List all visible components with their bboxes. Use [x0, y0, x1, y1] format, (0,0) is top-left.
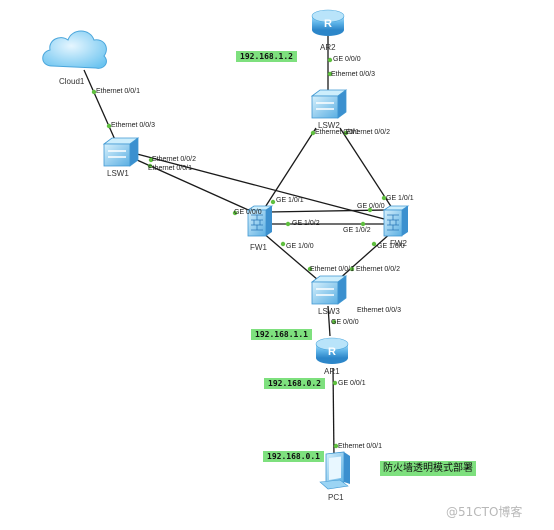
port-label: GE 0/0/0: [234, 209, 262, 216]
ip-tag-ar2: 192.168.1.2: [236, 51, 297, 62]
pc1-label: PC1: [328, 493, 344, 502]
lsw2-label: LSW2: [318, 121, 340, 130]
port-label: Ethernet 0/0/2: [346, 129, 390, 136]
link-lsw2-fw1[interactable]: [261, 127, 317, 213]
port-label: Ethernet 0/0/2: [356, 266, 400, 273]
port-label: Ethernet 0/0/1: [96, 88, 140, 95]
link-lsw2-fw2[interactable]: [339, 127, 393, 209]
port-label: GE 1/0/0: [377, 243, 405, 250]
link-fw2-lsw3[interactable]: [337, 231, 393, 281]
port-label: GE 1/0/2: [292, 220, 320, 227]
port-label: Ethernet 0/0/1: [338, 443, 382, 450]
port-label: GE 1/0/1: [276, 197, 304, 204]
router-icon: [311, 9, 345, 23]
port-label: GE 0/0/1: [338, 380, 366, 387]
port-label: GE 1/0/1: [386, 195, 414, 202]
lsw3-label: LSW3: [318, 307, 340, 316]
port-label: Ethernet 0/0/1: [310, 266, 354, 273]
link-lsw1-fw1[interactable]: [136, 159, 256, 214]
svg-text:R: R: [328, 346, 336, 358]
lsw3-device[interactable]: [310, 275, 348, 305]
link-cloud1-lsw1[interactable]: [83, 69, 117, 143]
port-label: Ethernet 0/0/3: [357, 307, 401, 314]
ar1-label: AR1: [324, 367, 340, 376]
port-label: Ethernet 0/0/1: [148, 165, 192, 172]
ar2-device[interactable]: R: [311, 9, 345, 36]
deployment-note: 防火墙透明模式部署: [380, 461, 476, 476]
lsw1-label: LSW1: [107, 169, 129, 178]
cloud-icon: [42, 30, 107, 69]
svg-text:R: R: [324, 18, 332, 30]
lsw1-device[interactable]: [102, 137, 140, 167]
port-label: GE 1/0/0: [286, 243, 314, 250]
port-label: GE 0/0/0: [333, 56, 361, 63]
pc1-device[interactable]: [319, 451, 350, 490]
ip-tag-ar1-1: 192.168.1.1: [251, 329, 312, 340]
fw2-label: FW2: [390, 239, 407, 248]
watermark: @51CTO博客: [446, 505, 523, 519]
fw1-label: FW1: [250, 243, 267, 252]
link-fw1-lsw3[interactable]: [261, 231, 319, 281]
port-dots: [91, 57, 387, 449]
link-lsw3-ar1[interactable]: [327, 305, 331, 337]
port-label: GE 0/0/0: [331, 319, 359, 326]
lsw2-device[interactable]: [310, 89, 348, 119]
link-fw1-fw2-a[interactable]: [267, 209, 387, 213]
ar2-label: AR2: [320, 43, 336, 52]
port-label: GE 1/0/2: [343, 227, 371, 234]
port-label: Ethernet 0/0/1: [315, 129, 359, 136]
ip-tag-ar1-2: 192.168.0.2: [264, 378, 325, 389]
port-label: GE 0/0/0: [357, 203, 385, 210]
link-lsw1-fw2[interactable]: [136, 153, 389, 221]
ip-tag-pc1: 192.168.0.1: [263, 451, 324, 462]
port-label: Ethernet 0/0/2: [152, 156, 196, 163]
fw2-device[interactable]: [382, 205, 410, 237]
ar1-device[interactable]: R: [315, 337, 349, 364]
fw1-device[interactable]: [246, 205, 274, 237]
cloud1-device[interactable]: [42, 30, 107, 69]
router-icon: [315, 337, 349, 351]
cloud1-label: Cloud1: [59, 77, 85, 86]
port-label: Ethernet 0/0/3: [111, 122, 155, 129]
port-label: Ethernet 0/0/3: [331, 71, 375, 78]
